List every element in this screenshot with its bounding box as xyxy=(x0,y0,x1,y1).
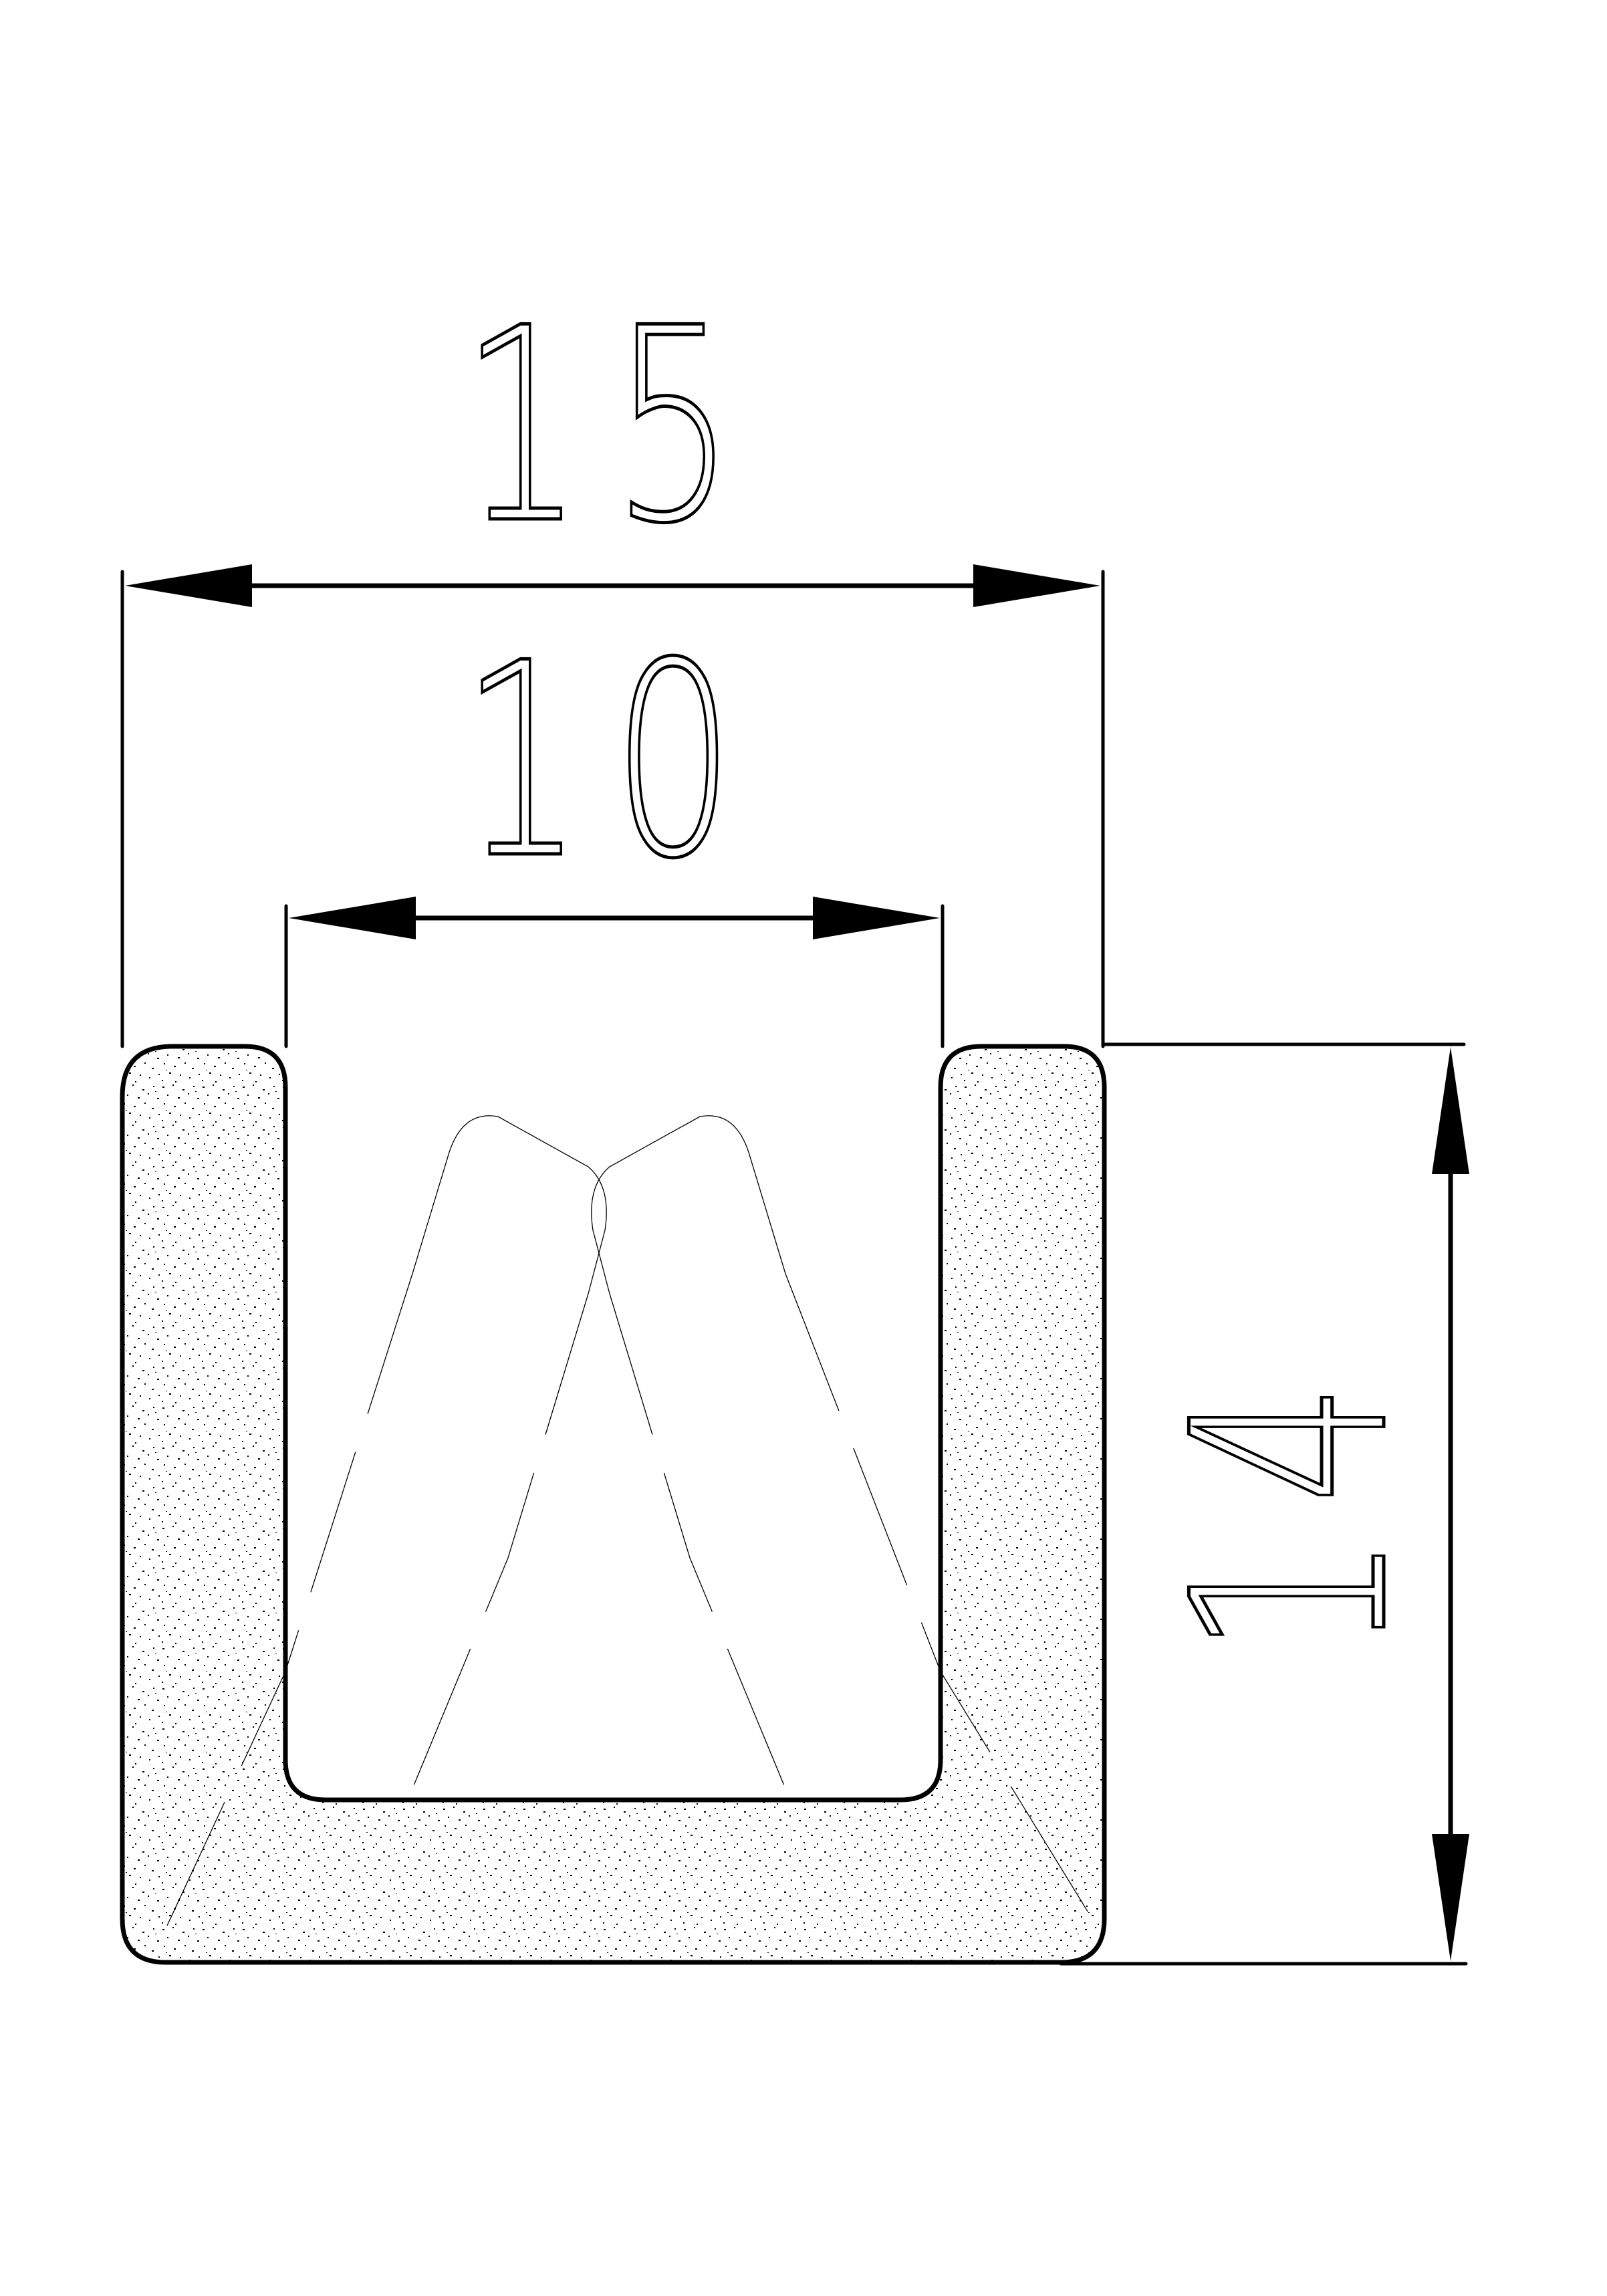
arrowhead-left-icon xyxy=(125,564,252,607)
profile-outline xyxy=(120,1044,1107,1965)
arrowhead-up-icon xyxy=(1432,1047,1469,1174)
arrowhead-right-icon xyxy=(813,897,940,939)
dimension-label-10: 10 xyxy=(461,606,764,917)
dimension-label-15: 15 xyxy=(461,271,764,582)
dimension-overall-height: 14 xyxy=(1059,1042,1469,1966)
u-profile xyxy=(120,1044,1107,1965)
arrowhead-left-icon xyxy=(289,897,416,939)
dimension-label-14: 14 xyxy=(1136,1353,1447,1656)
arrowhead-right-icon xyxy=(973,564,1100,607)
arrowhead-down-icon xyxy=(1432,1834,1469,1961)
dimension-overall-width: 15 xyxy=(120,269,1105,1048)
dimension-inner-width: 10 xyxy=(284,604,945,1048)
hidden-lines xyxy=(166,1115,1097,1926)
